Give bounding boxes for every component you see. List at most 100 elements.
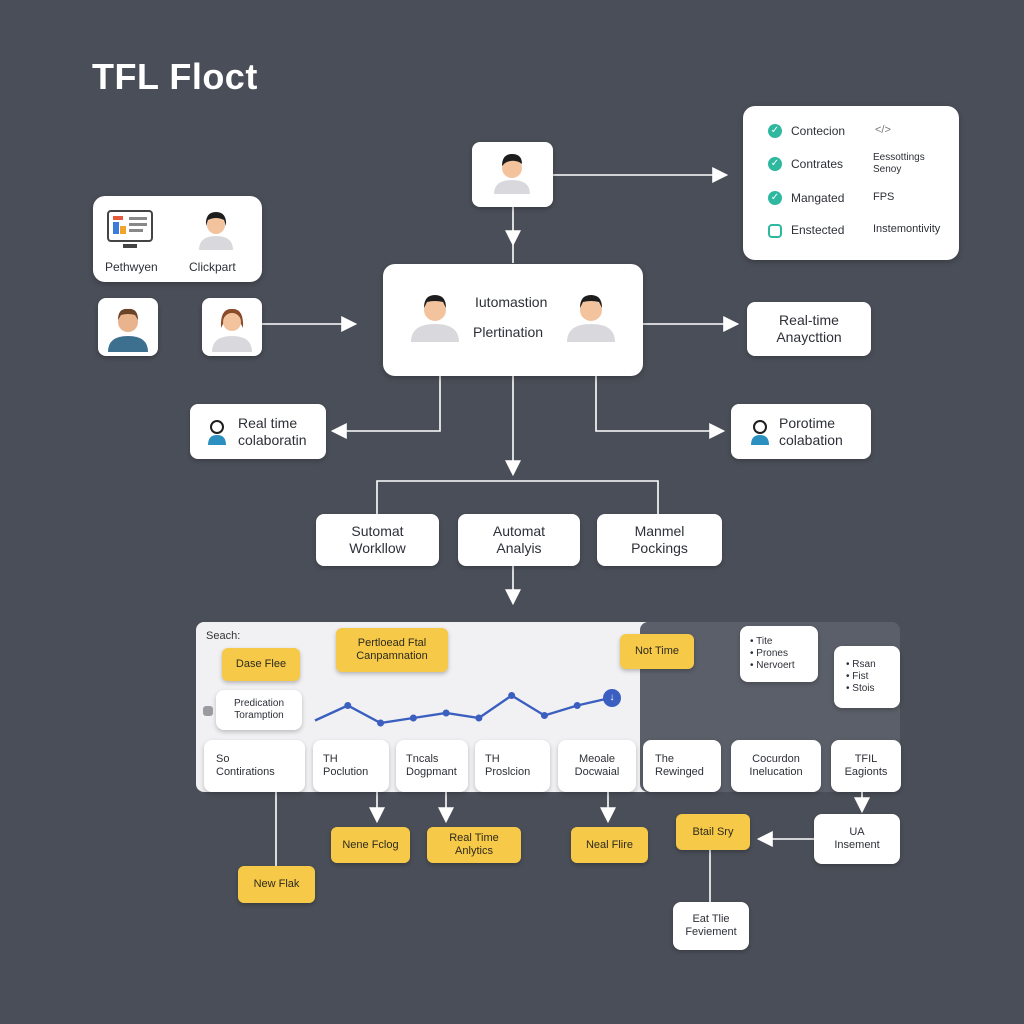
status-value: FPS [873,191,895,203]
tag-line2: Canpamnation [356,650,428,662]
note-item: • Fist [846,671,869,682]
note-item: • Nervoert [750,660,795,671]
box-line2: Rewinged [655,766,704,778]
status-label: Contecion [791,124,846,138]
bottom-box-6[interactable]: The Rewinged [643,740,721,792]
realtime-analytics-box[interactable]: Real-time Anaycttion [747,302,871,356]
item-label: Pethwyen [105,260,158,274]
person-icon [494,154,530,194]
box-line2: Poclution [323,766,369,778]
note-item: • Stois [846,683,875,694]
partial-comp-tag[interactable]: Pertloead Ftal Canpamnation [336,628,448,672]
box-line2: Workllow [349,540,406,556]
dashboard-monitor-icon [107,210,153,248]
analysis-box[interactable]: Automat Analyis [458,514,580,566]
box-line2: Eagionts [844,766,888,778]
box-line1: Real-time [779,312,839,328]
real-time-analytics-tag[interactable]: Real Time Anlytics [427,827,521,863]
tag-label: Btail Sry [692,825,734,838]
box-line1: Automat [492,523,546,539]
tag-line1: Real Time [449,832,499,844]
trend-point [573,702,581,709]
drag-handle[interactable] [203,706,213,716]
left-card: Pethwyen Clickpart [93,196,262,282]
pockings-box[interactable]: Manmel Pockings [597,514,722,566]
person-icon [411,295,459,342]
status-panel: ✓ Contecion </> ✓ Contrates Eessottings … [743,106,959,260]
tag-label: New Flak [253,878,300,890]
box-line2: Contirations [216,766,275,778]
tag-label: Not Time [634,645,679,657]
user-avatar-top[interactable] [472,142,553,207]
automation-card[interactable]: Iutomastion Plertination [383,264,643,376]
box-line1: Eat Tlie [692,913,730,925]
bottom-box-1[interactable]: So Contirations [204,740,305,792]
status-value: Instemontivity [873,223,941,235]
chart-endpoint-icon[interactable]: ↓ [603,689,621,707]
neal-flire-tag[interactable]: Neal Flire [571,827,648,863]
bottom-box-4[interactable]: TH Proslcion [475,740,550,792]
person-icon [199,212,233,250]
box-line2: Inelucation [749,766,803,778]
item-label: Clickpart [189,260,236,274]
user-avatar-left-1[interactable] [98,298,158,356]
tag-label: Dase Flee [235,658,287,670]
tag-line1: Pertloead Ftal [357,637,427,649]
box-line2: colabation [779,431,843,448]
right-note-box[interactable]: • Tite • Prones • Nervoert [740,626,818,682]
box-line1: TH [323,753,338,765]
user-icon [751,420,769,445]
trend-line-chart [314,692,614,727]
status-value: Eessottings Senoy [873,152,925,175]
tag-label: Neal Flire [585,838,634,851]
eat-box[interactable]: Eat Tlie Feviement [673,902,749,950]
box-line1: Porotime [779,414,836,431]
box-line1: Meoale [578,753,616,765]
status-value: </> [875,124,891,136]
bottom-box-5[interactable]: Meoale Docwaial [558,740,636,792]
box-line1: Tncals [406,753,439,765]
box-line1: Manmel [634,523,685,539]
box-line1: TFIL [854,753,878,765]
predication-box[interactable]: Predication Toramption [216,690,302,730]
person-icon [212,308,252,352]
bottom-box-3[interactable]: Tncals Dogpmant [396,740,468,792]
box-line1: Predication [233,698,285,709]
check-icon: ✓ [768,157,782,171]
bottom-box-8[interactable]: TFIL Eagionts [831,740,901,792]
btail-sry-tag[interactable]: Btail Sry [676,814,750,850]
not-time-tag[interactable]: Not Time [620,634,694,669]
box-line1: TH [485,753,500,765]
ua-box[interactable]: UA Insement [814,814,900,864]
collab-left-box[interactable]: Real time colaboratin [190,404,326,459]
box-line1: UA [849,826,865,838]
workflow-box[interactable]: Sutomat Workllow [316,514,439,566]
status-label: Mangated [791,191,845,205]
trend-point [475,714,483,722]
trend-point [377,719,385,727]
date-file-tag[interactable]: Dase Flee [222,648,300,681]
nene-fclog-tag[interactable]: Nene Fclog [331,827,410,863]
chat-bubble-icon [768,224,782,238]
search-label: Seach: [206,630,241,642]
check-icon: ✓ [768,124,782,138]
box-line1: Sutomat [351,523,404,539]
note-item: • Tite [750,636,773,647]
box-line2: colaboratin [238,431,307,448]
user-avatar-left-2[interactable] [202,298,262,356]
automation-line2: Plertination [473,324,544,340]
person-icon [567,295,615,342]
collab-right-box[interactable]: Porotime colabation [731,404,871,459]
box-line2: Dogpmant [406,766,457,778]
new-flak-tag[interactable]: New Flak [238,866,315,903]
page-title: TFL Floct [92,56,258,97]
box-line2: Pockings [631,540,688,556]
tag-label: Nene Fclog [342,838,399,851]
tag-line2: Anlytics [455,845,493,857]
box-line2: Docwaial [574,766,620,778]
box-line2: Toramption [234,710,284,721]
right-note2-box[interactable]: • Rsan • Fist • Stois [834,646,900,708]
bottom-box-2[interactable]: TH Poclution [313,740,389,792]
bottom-box-7[interactable]: Cocurdon Inelucation [731,740,821,792]
box-line2: Feviement [685,926,737,938]
